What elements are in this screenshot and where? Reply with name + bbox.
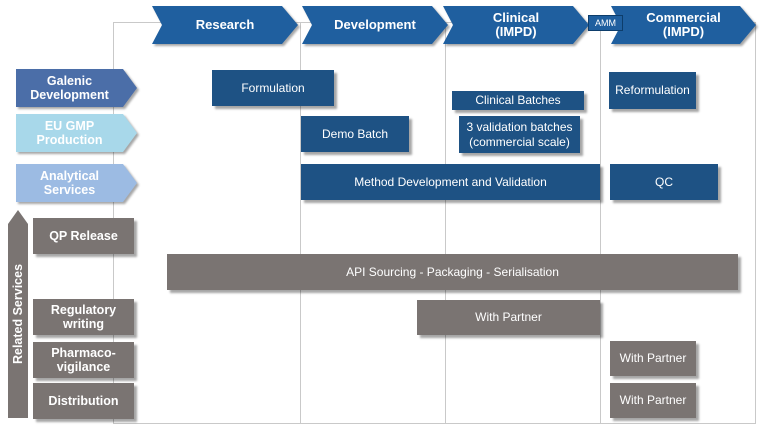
formulation-box: Formulation	[212, 70, 334, 106]
service-distribution: Distribution	[33, 383, 134, 419]
service-pharmacovigilance: Pharmaco- vigilance	[33, 342, 134, 378]
row-eu-gmp-production: EU GMP Production	[16, 114, 137, 152]
row-analytical-label: Analytical Services	[39, 169, 100, 197]
qc-box: QC	[610, 164, 718, 200]
demo-batch-box: Demo Batch	[301, 116, 409, 152]
divider-research-development	[300, 22, 301, 424]
related-services-title: Related Services	[11, 263, 25, 365]
service-regulatory-writing: Regulatory writing	[33, 299, 134, 335]
with-partner-pharmacovigilance-box: With Partner	[610, 341, 696, 376]
phase-development-label: Development	[334, 17, 416, 32]
validation-batches-box: 3 validation batches (commercial scale)	[459, 116, 580, 153]
service-qp-release: QP Release	[33, 218, 134, 254]
row-galenic-label: Galenic Development	[30, 74, 109, 102]
row-analytical-services: Analytical Services	[16, 164, 137, 202]
amm-badge: AMM	[588, 15, 623, 31]
phase-clinical-label: Clinical (IMPD)	[492, 10, 540, 39]
api-sourcing-box: API Sourcing - Packaging - Serialisation	[167, 254, 738, 290]
related-services-arrow: Related Services	[8, 210, 28, 418]
phase-commercial: Commercial (IMPD)	[611, 6, 756, 44]
divider-development-clinical	[445, 22, 446, 424]
phase-commercial-label: Commercial (IMPD)	[646, 10, 721, 39]
clinical-batches-box: Clinical Batches	[452, 91, 584, 110]
phase-research: Research	[152, 6, 298, 44]
reformulation-box: Reformulation	[609, 72, 696, 109]
method-development-box: Method Development and Validation	[301, 164, 600, 200]
row-galenic-development: Galenic Development	[16, 69, 137, 107]
row-eu-gmp-label: EU GMP Production	[36, 119, 103, 147]
phase-clinical: Clinical (IMPD)	[443, 6, 589, 44]
with-partner-regulatory-box: With Partner	[417, 300, 600, 335]
divider-clinical-commercial	[600, 22, 601, 424]
phase-development: Development	[302, 6, 448, 44]
with-partner-distribution-box: With Partner	[610, 383, 696, 418]
phase-research-label: Research	[195, 17, 255, 32]
